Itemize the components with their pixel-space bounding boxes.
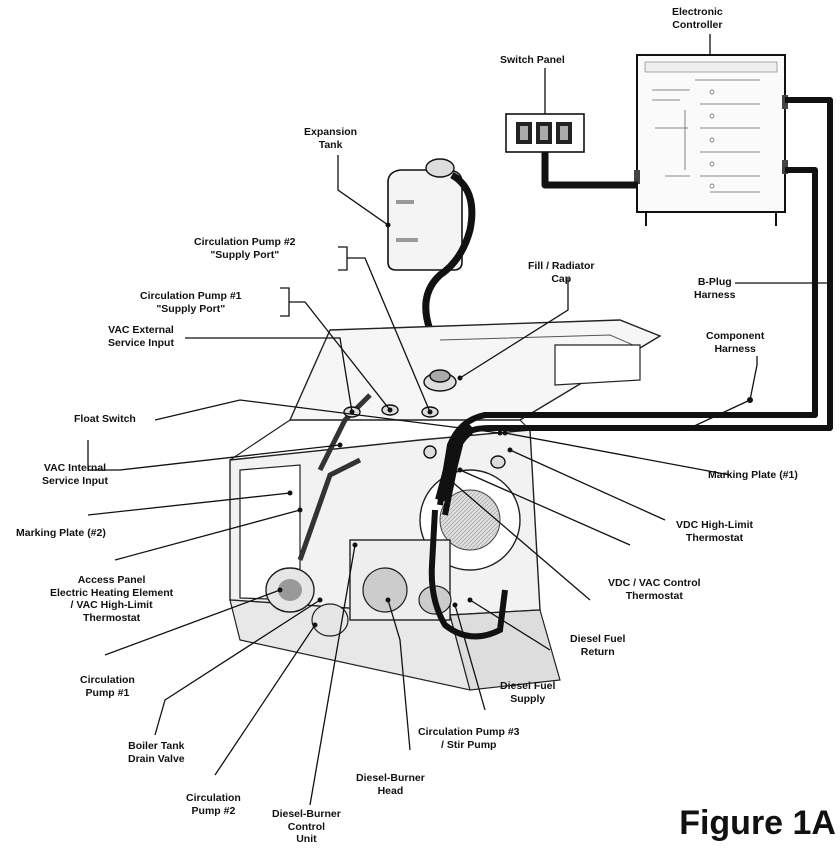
label-line: Pump #1: [85, 686, 130, 699]
label-electronic-controller: Electronic Controller: [672, 6, 723, 31]
label-diesel-fuel-return: Diesel Fuel Return: [570, 633, 625, 658]
label-line: Circulation Pump #3: [418, 726, 520, 738]
label-b-plug-harness: B-Plug Harness: [694, 276, 735, 301]
label-switch-panel: Switch Panel: [500, 54, 565, 67]
label-line: Harness: [714, 342, 756, 355]
label-diesel-burner-control-unit: Diesel-Burner Control Unit: [272, 808, 341, 846]
label-line: Controller: [672, 18, 723, 31]
label-line: Harness: [694, 288, 736, 301]
label-line: "Supply Port": [210, 248, 280, 261]
label-diesel-fuel-supply: Diesel Fuel Supply: [500, 680, 555, 705]
label-line: Tank: [318, 138, 343, 151]
label-line: Control: [287, 820, 326, 833]
figure-title: Figure 1A: [679, 804, 836, 842]
label-component-harness: Component Harness: [706, 330, 764, 355]
label-line: Thermostat: [82, 611, 141, 624]
label-line: Access Panel: [77, 574, 146, 586]
label-float-switch: Float Switch: [74, 413, 136, 426]
label-circulation-pump-2: Circulation Pump #2: [186, 792, 241, 817]
label-circulation-pump-1-supply-port: Circulation Pump #1 "Supply Port": [140, 290, 242, 315]
label-line: Thermostat: [625, 589, 683, 602]
label-line: Pump #2: [191, 804, 236, 817]
label-line: Diesel-Burner: [356, 772, 425, 784]
label-diesel-burner-head: Diesel-Burner Head: [356, 772, 425, 797]
label-line: Diesel Fuel: [500, 680, 556, 692]
label-vac-internal-service-input: VAC Internal Service Input: [42, 462, 108, 487]
label-line: Fill / Radiator: [528, 260, 595, 272]
label-line: Float Switch: [74, 413, 136, 425]
label-line: VAC Internal: [43, 462, 107, 474]
label-marking-plate-2: Marking Plate (#2): [16, 527, 106, 540]
label-expansion-tank: Expansion Tank: [304, 126, 357, 151]
label-line: Boiler Tank: [128, 740, 185, 752]
label-line: Drain Valve: [128, 752, 185, 765]
label-line: Return: [580, 645, 615, 658]
label-line: Expansion: [304, 126, 358, 138]
label-line: Circulation: [186, 792, 241, 804]
label-vdc-high-limit-thermostat: VDC High-Limit Thermostat: [676, 519, 753, 544]
label-line: Cap: [551, 272, 572, 285]
label-line: Diesel-Burner: [272, 808, 341, 820]
harnesses: [435, 97, 833, 516]
label-line: Switch Panel: [500, 54, 565, 66]
label-line: Circulation Pump #2: [194, 236, 296, 248]
label-access-panel: Access Panel Electric Heating Element / …: [50, 574, 173, 624]
label-line: Diesel Fuel: [570, 633, 626, 645]
label-marking-plate-1: Marking Plate (#1): [708, 469, 798, 482]
leader-lines: [87, 34, 830, 806]
label-line: VDC / VAC Control: [608, 577, 701, 589]
label-line: Marking Plate (#1): [708, 469, 798, 481]
label-line: "Supply Port": [156, 302, 226, 315]
leader-dots: [277, 222, 833, 628]
label-line: Circulation Pump #1: [140, 290, 242, 302]
label-vac-external-service-input: VAC External Service Input: [108, 324, 174, 349]
label-boiler-tank-drain-valve: Boiler Tank Drain Valve: [128, 740, 185, 765]
label-circulation-pump-2-supply-port: Circulation Pump #2 "Supply Port": [194, 236, 296, 261]
label-line: Unit: [296, 833, 317, 845]
switch-panel-box: [505, 113, 585, 153]
label-line: Supply: [510, 692, 546, 705]
label-line: Marking Plate (#2): [16, 527, 106, 539]
label-circulation-pump-3-stir-pump: Circulation Pump #3 / Stir Pump: [418, 726, 520, 751]
label-line: Circulation: [80, 674, 135, 686]
label-line: VDC High-Limit: [676, 519, 753, 531]
label-line: Head: [377, 784, 404, 797]
label-vdc-vac-control-thermostat: VDC / VAC Control Thermostat: [608, 577, 701, 602]
label-line: Electric Heating Element: [50, 586, 174, 599]
expansion-tank-shape: [387, 158, 463, 271]
label-line: Service Input: [108, 336, 174, 349]
label-line: / Stir Pump: [441, 738, 497, 751]
label-line: VAC External: [108, 324, 174, 336]
label-fill-radiator-cap: Fill / Radiator Cap: [528, 260, 595, 285]
label-line: B-Plug: [697, 276, 732, 288]
label-line: Electronic: [672, 6, 723, 18]
label-line: Service Input: [42, 474, 108, 487]
label-line: / VAC High-Limit: [70, 599, 153, 611]
electronic-controller-box: [634, 54, 788, 226]
label-circulation-pump-1: Circulation Pump #1: [80, 674, 135, 699]
label-line: Component: [706, 330, 765, 342]
label-line: Thermostat: [685, 531, 744, 544]
